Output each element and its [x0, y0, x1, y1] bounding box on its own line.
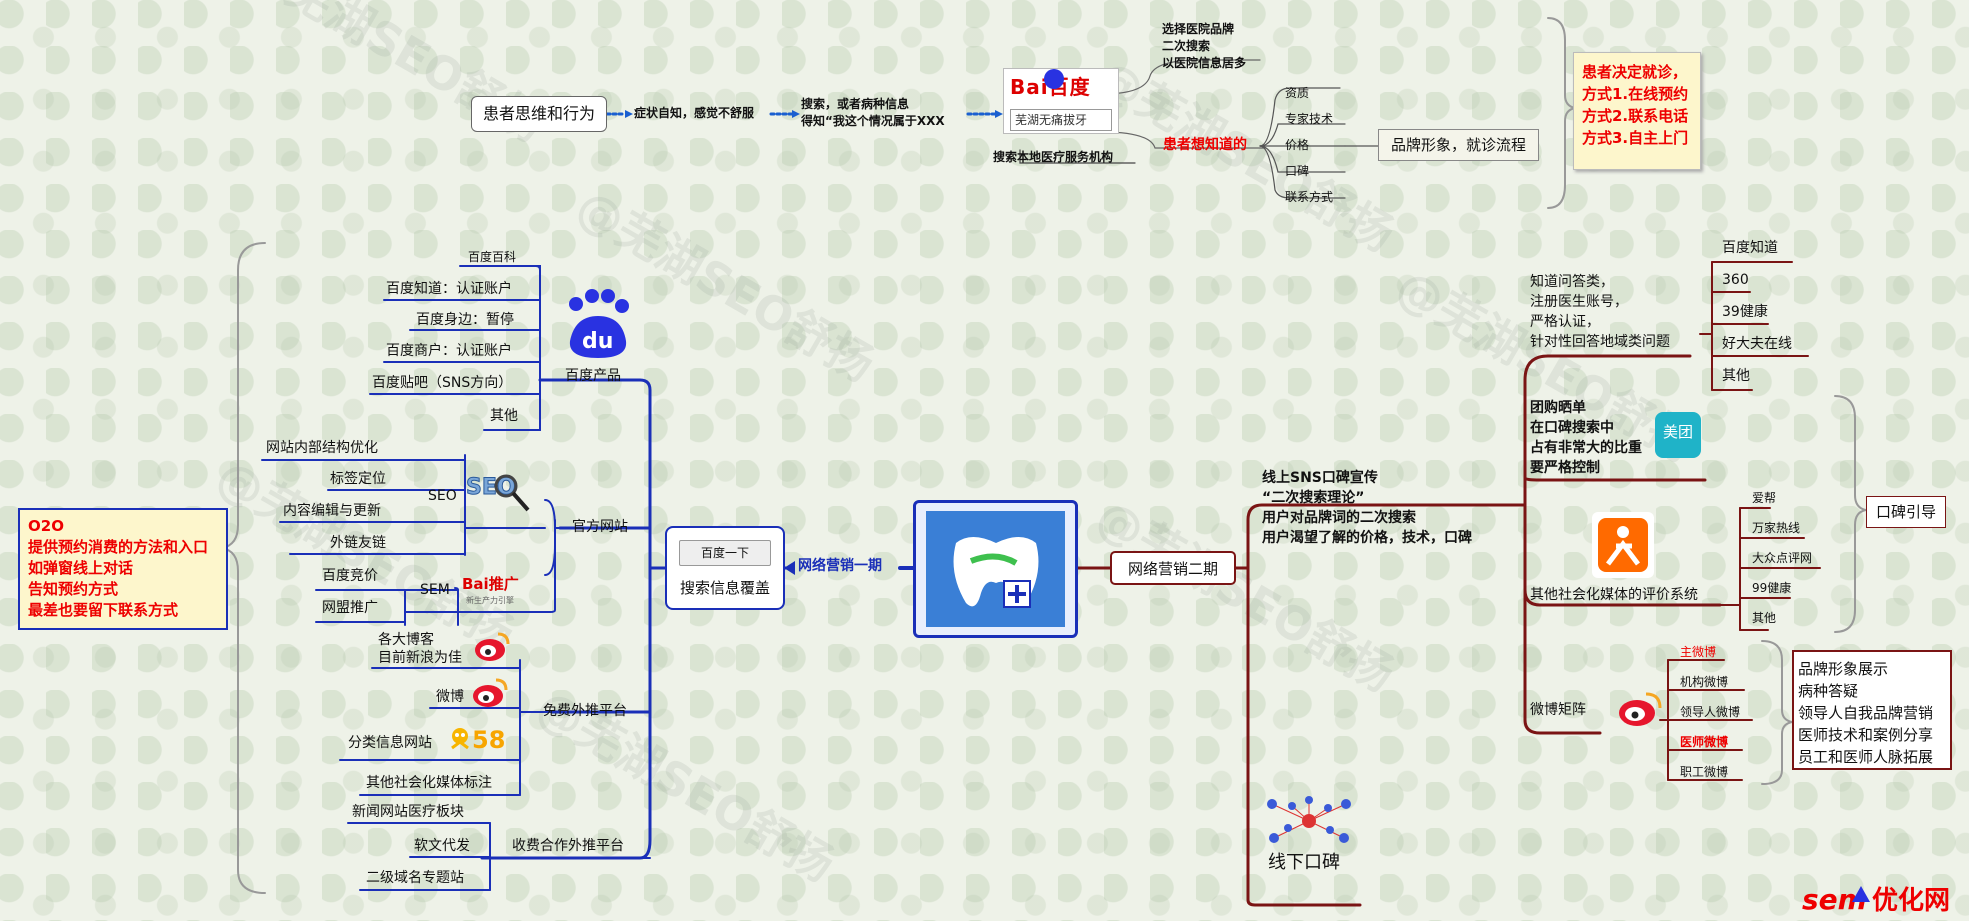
free-item: 各大博客 [378, 632, 434, 648]
sem-label: SEM [420, 582, 450, 598]
dianping-logo-icon [1592, 512, 1654, 578]
qa-line: 针对性回答地域类问题 [1530, 334, 1670, 350]
search-line2: 得知“我这个情况属于XXX [801, 114, 945, 128]
decision-note: 患者决定就诊， 方式1.在线预约 方式2.联系电话 方式3.自主上门 [1573, 52, 1701, 170]
baidu-product-item: 百度百科 [468, 250, 517, 264]
qa-item: 好大夫在线 [1722, 336, 1792, 352]
baidu-product-item: 百度知道：认证账户 [386, 281, 512, 297]
logo-58-icon: 58 [448, 724, 510, 758]
seo-item: 标签定位 [330, 471, 386, 487]
free-item: 微博 [436, 689, 464, 705]
weibo-matrix-label: 微博矩阵 [1530, 702, 1586, 718]
social-item: 万家热线 [1752, 521, 1801, 535]
qa-item: 百度知道 [1722, 240, 1778, 256]
paid-item: 软文代发 [414, 838, 470, 854]
qa-line: 严格认证， [1530, 314, 1600, 330]
baidu-search-input[interactable]: 芜湖无痛拔牙 [1010, 109, 1112, 131]
baidu-products-label: 百度产品 [565, 368, 621, 384]
want-know-label: 患者想知道的 [1163, 137, 1247, 153]
paid-item: 新闻网站医疗板块 [352, 804, 464, 820]
sns-line: 用户对品牌词的二次搜索 [1262, 510, 1416, 526]
baidu-product-item: 百度贴吧（SNS方向） [372, 375, 513, 391]
want-item: 资质 [1285, 86, 1310, 100]
sem-item: 网盟推广 [322, 600, 378, 616]
sem-item: 百度竞价 [322, 568, 378, 584]
baidu-product-item: 百度商户：认证账户 [386, 343, 512, 359]
patient-behavior-label: 患者思维和行为 [482, 104, 595, 123]
offline-label: 线下口碑 [1268, 852, 1340, 873]
svg-text:SEO: SEO [466, 475, 516, 500]
seo-item: 内容编辑与更新 [283, 503, 381, 519]
free-platform-label: 免费外推平台 [543, 703, 627, 719]
brand-cn-label: 优化网 [1872, 886, 1951, 916]
svg-text:du: du [582, 329, 613, 354]
social-item: 大众点评网 [1752, 551, 1813, 565]
baidu-paw-icon [1044, 69, 1064, 89]
search-cover-node: 百度一下 搜索信息覆盖 [665, 526, 785, 610]
search-line1: 搜索，或者病种信息 [801, 97, 910, 111]
qa-item: 其他 [1722, 368, 1750, 384]
want-item: 联系方式 [1285, 190, 1334, 204]
baidu-button[interactable]: 百度一下 [679, 540, 771, 566]
brand-flow-node: 品牌形象，就诊流程 [1378, 129, 1539, 161]
sns-line: 线上SNS口碑宣传 [1262, 470, 1378, 486]
group-line: 占有非常大的比重 [1530, 440, 1642, 456]
tooth-logo-icon [926, 511, 1065, 627]
center-logo-node [913, 500, 1078, 638]
group-line: 要严格控制 [1530, 460, 1600, 476]
qa-item: 360 [1722, 272, 1749, 288]
symptom-label: 症状自知，感觉不舒服 [634, 106, 755, 120]
weibo-item: 职工微博 [1680, 765, 1729, 779]
weibo-icon [472, 628, 512, 664]
qa-item: 39健康 [1722, 304, 1768, 320]
qa-line: 注册医生账号， [1530, 294, 1628, 310]
patient-behavior-node: 患者思维和行为 [471, 96, 607, 132]
weibo-item: 领导人微博 [1680, 705, 1741, 719]
baidu-du-icon: du [560, 286, 636, 362]
seo-item: 网站内部结构优化 [266, 440, 378, 456]
want-item: 口碑 [1285, 164, 1310, 178]
sns-line: 用户渴望了解的价格，技术，口碑 [1262, 530, 1472, 546]
seo-label: SEO [428, 488, 457, 504]
group-line: 团购晒单 [1530, 400, 1586, 416]
weibo-item: 机构微博 [1680, 675, 1729, 689]
weibo-goals-note: 品牌形象展示 病种答疑 领导人自我品牌营销 医师技术和案例分享 员工和医师人脉拓… [1792, 650, 1952, 770]
seo-magnifier-icon: SEO [462, 468, 536, 516]
baidu-product-item: 其他 [490, 408, 518, 424]
choose-line2: 二次搜索 [1162, 39, 1211, 53]
official-site-label: 官方网站 [572, 519, 628, 535]
baidu-search-card: Bai百度 芜湖无痛拔牙 [1003, 68, 1119, 134]
social-item: 爱帮 [1752, 491, 1777, 505]
phase1-label: 网络营销一期 [798, 558, 882, 574]
weibo-item: 主微博 [1680, 645, 1717, 659]
social-eval-label: 其他社会化媒体的评价系统 [1530, 587, 1698, 603]
brand-diamond-icon [1852, 886, 1870, 902]
choose-line1: 选择医院品牌 [1162, 22, 1235, 36]
baidu-tuiguang-logo: Bai推广 新生产力引擎 [462, 575, 519, 606]
free-item: 其他社会化媒体标注 [366, 775, 492, 791]
baidu-product-item: 百度身边：暂停 [416, 312, 514, 328]
weibo-item: 医师微博 [1680, 735, 1729, 749]
meituan-logo-icon: 美团 [1655, 412, 1701, 458]
sns-line: “二次搜索理论” [1262, 490, 1365, 506]
choose-line3: 以医院信息居多 [1162, 56, 1247, 70]
free-item: 目前新浪为佳 [378, 650, 462, 666]
network-people-icon [1262, 796, 1356, 846]
search-local-label: 搜索本地医疗服务机构 [993, 150, 1114, 164]
phase2-node: 网络营销二期 [1110, 551, 1236, 585]
qa-line: 知道问答类， [1530, 274, 1614, 290]
o2o-note: O2O 提供预约消费的方法和入口 如弹窗线上对话 告知预约方式 最差也要留下联系… [18, 508, 228, 630]
seo-item: 外链友链 [330, 535, 386, 551]
want-item: 价格 [1285, 138, 1310, 152]
weibo-icon [470, 674, 510, 710]
paid-platform-label: 收费合作外推平台 [512, 838, 624, 854]
want-item: 专家技术 [1285, 112, 1334, 126]
free-item: 分类信息网站 [348, 735, 432, 751]
social-item: 其他 [1752, 611, 1777, 625]
paid-item: 二级域名专题站 [366, 870, 464, 886]
weibo-icon [1616, 688, 1664, 728]
social-item: 99健康 [1752, 581, 1792, 595]
reputation-node: 口碑引导 [1866, 496, 1946, 528]
group-line: 在口碑搜索中 [1530, 420, 1614, 436]
